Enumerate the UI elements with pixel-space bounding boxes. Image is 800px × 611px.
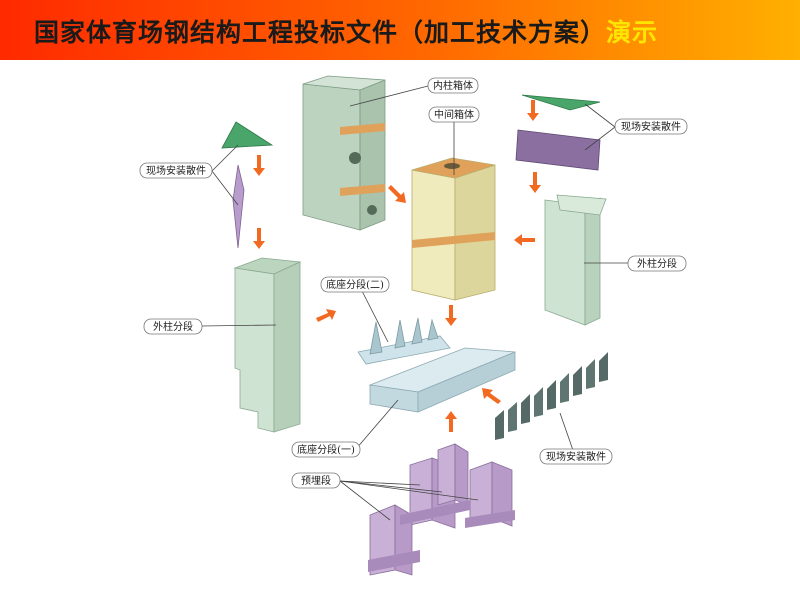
title-emphasis: 演示 (606, 18, 659, 47)
exploded-assembly-diagram: 内柱箱体 中间箱体 现场安装散件 现场安装散件 外柱分段 外柱分段 底座分段(二… (139, 75, 688, 576)
middle-box (411, 157, 496, 301)
outer-column-left (233, 257, 302, 433)
svg-text:外柱分段: 外柱分段 (153, 320, 193, 333)
svg-text:外柱分段: 外柱分段 (637, 257, 677, 270)
svg-text:现场安装散件: 现场安装散件 (146, 164, 206, 177)
field-parts-left (221, 121, 274, 249)
base-segment-two (357, 317, 451, 365)
inner-column-box (302, 75, 386, 231)
label-field-parts-left: 现场安装散件 (139, 162, 213, 179)
label-outer-column-right: 外柱分段 (627, 255, 687, 272)
label-middle-box: 中间箱体 (428, 106, 480, 123)
svg-text:现场安装散件: 现场安装散件 (621, 120, 681, 133)
field-parts-top-right (515, 94, 601, 171)
outer-column-right (544, 194, 607, 326)
label-embedded-segment: 预埋段 (291, 472, 341, 489)
svg-text:预埋段: 预埋段 (301, 474, 331, 487)
embedded-segments (368, 443, 515, 576)
label-inner-column-box: 内柱箱体 (427, 77, 479, 94)
svg-text:底座分段(二): 底座分段(二) (326, 278, 384, 291)
label-outer-column-left: 外柱分段 (143, 318, 203, 335)
leader-lines (201, 85, 628, 521)
assembly-arrows (253, 100, 541, 432)
svg-text:现场安装散件: 现场安装散件 (546, 450, 606, 463)
label-field-parts-bottom-right: 现场安装散件 (539, 448, 613, 465)
svg-text:中间箱体: 中间箱体 (434, 108, 474, 121)
label-base-segment-two: 底座分段(二) (320, 276, 390, 293)
svg-text:内柱箱体: 内柱箱体 (433, 79, 473, 92)
header-bar: 国家体育场钢结构工程投标文件（加工技术方案）演示 (0, 0, 800, 60)
title-main: 国家体育场钢结构工程投标文件（加工技术方案） (34, 18, 607, 47)
svg-text:底座分段(一): 底座分段(一) (297, 443, 355, 456)
page-title: 国家体育场钢结构工程投标文件（加工技术方案）演示 (34, 13, 658, 49)
label-field-parts-top-right: 现场安装散件 (614, 118, 688, 135)
field-parts-bottom-right (495, 352, 608, 440)
label-base-segment-one: 底座分段(一) (291, 441, 361, 458)
base-segment-one (368, 347, 516, 413)
